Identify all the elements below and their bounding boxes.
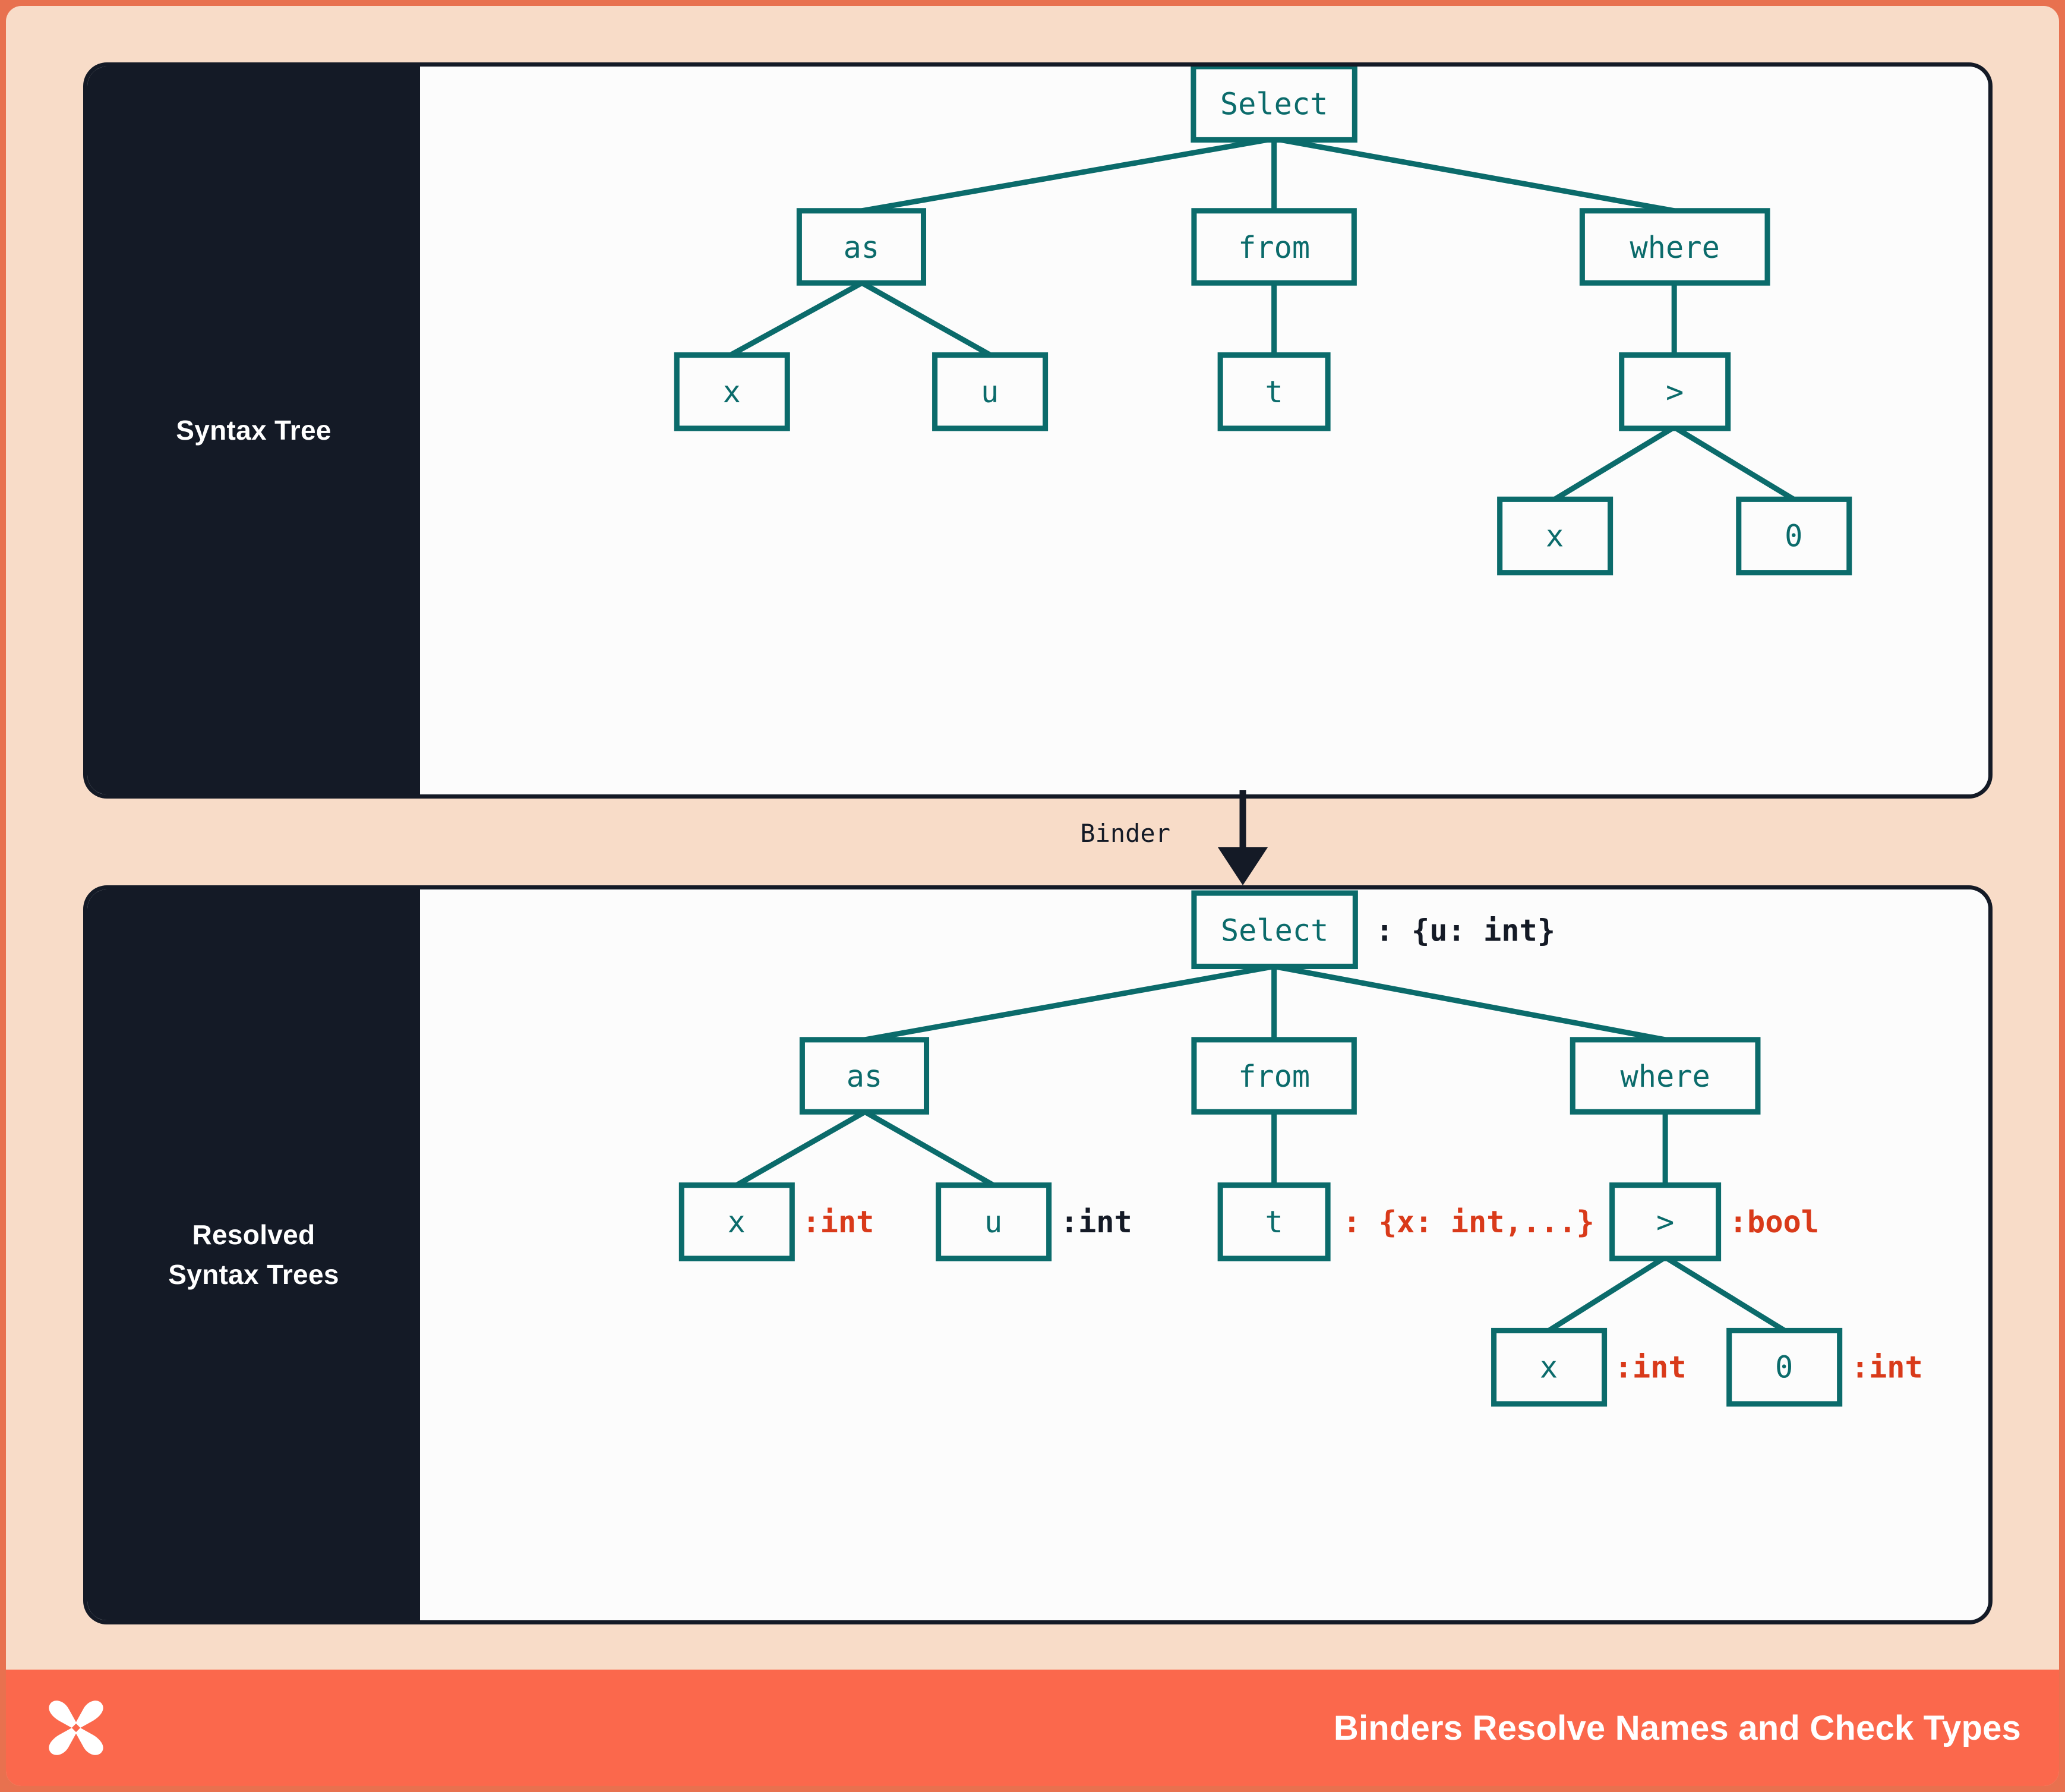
- edge2-as-u: [863, 1109, 995, 1188]
- tree-edges-top: [729, 135, 1795, 502]
- edge-gt-zero: [1672, 425, 1795, 502]
- node2-label-u: u: [984, 1204, 1002, 1239]
- annotation-x-cmp: :int: [1615, 1350, 1687, 1385]
- edge2-select-as: [864, 963, 1275, 1043]
- footer-caption: Binders Resolve Names and Check Types: [1333, 1708, 2021, 1747]
- node2-box-zero[interactable]: [1726, 1327, 1843, 1407]
- panel-title-syntax-tree: Syntax Tree: [176, 415, 331, 446]
- annotation-zero: :int: [1851, 1350, 1923, 1385]
- node-box-select[interactable]: [1191, 67, 1357, 143]
- tree-svg-syntax-tree: Select as from where x u: [674, 67, 1852, 576]
- node2-box-x-as[interactable]: [678, 1182, 795, 1261]
- node2-box-greater-than[interactable]: [1609, 1182, 1722, 1261]
- annotation-t: : {x: int,...}: [1343, 1204, 1594, 1239]
- node-box-where[interactable]: [1579, 208, 1770, 286]
- edge-as-u: [860, 280, 992, 358]
- tree-svg-resolved: Select : {u: int} as from where x :int: [678, 890, 1923, 1407]
- node2-label-from: from: [1238, 1059, 1310, 1094]
- canvas-syntax-tree: Select as from where x u: [420, 67, 1988, 794]
- node-label-greater-than: >: [1666, 374, 1684, 409]
- edge2-as-x: [735, 1109, 867, 1188]
- annotation-u: :int: [1060, 1204, 1132, 1239]
- node-label-u: u: [981, 374, 999, 409]
- node-label-zero: 0: [1785, 518, 1802, 553]
- node-label-select: Select: [1220, 86, 1328, 121]
- node-label-where: where: [1630, 230, 1720, 265]
- node-box-x-as[interactable]: [674, 352, 790, 431]
- node2-box-where[interactable]: [1570, 1037, 1761, 1115]
- binder-label: Binder: [1080, 819, 1170, 848]
- binder-arrow-icon: [1218, 790, 1268, 885]
- tree-nodes-top: Select as from where x u: [674, 67, 1852, 576]
- edge2-select-where: [1273, 963, 1666, 1043]
- binder-transition: Binder: [956, 790, 1372, 888]
- node2-box-select[interactable]: [1191, 890, 1358, 970]
- footer-bar: Binders Resolve Names and Check Types: [6, 1670, 2059, 1786]
- annotation-select: : {u: int}: [1376, 913, 1556, 948]
- panel-syntax-tree: Syntax Tree: [83, 62, 1993, 799]
- edge-select-as: [861, 135, 1275, 214]
- node2-label-x-as: x: [728, 1204, 746, 1239]
- node2-label-where: where: [1620, 1059, 1710, 1094]
- node2-box-from[interactable]: [1191, 1037, 1357, 1115]
- node-label-from: from: [1238, 230, 1310, 265]
- node-box-u[interactable]: [932, 352, 1049, 431]
- node2-box-as[interactable]: [799, 1037, 930, 1115]
- edge-select-where: [1273, 135, 1675, 214]
- sidebar-label-syntax-tree: Syntax Tree: [87, 67, 420, 794]
- node2-box-x-cmp[interactable]: [1491, 1327, 1608, 1407]
- tree-edges-bottom: [735, 963, 1786, 1333]
- poster-frame: Syntax Tree: [6, 6, 2059, 1786]
- node2-box-u[interactable]: [936, 1182, 1052, 1261]
- node-label-t: t: [1265, 374, 1283, 409]
- binder-arrow-head: [1218, 847, 1268, 885]
- node-label-as: as: [844, 230, 880, 265]
- node-box-from[interactable]: [1191, 208, 1357, 286]
- canvas-resolved-syntax-trees: Select : {u: int} as from where x :int: [420, 889, 1988, 1620]
- node2-box-t[interactable]: [1217, 1182, 1331, 1261]
- node-box-x-cmp[interactable]: [1497, 496, 1614, 576]
- brand-x-logo-icon: [49, 1700, 103, 1755]
- node2-label-x-cmp: x: [1540, 1350, 1558, 1385]
- node-box-zero[interactable]: [1736, 496, 1852, 576]
- annotation-greater-than: :bool: [1729, 1204, 1819, 1239]
- node2-label-select: Select: [1221, 913, 1329, 948]
- node-label-x-as: x: [723, 374, 741, 409]
- node2-label-as: as: [847, 1059, 883, 1094]
- binder-arrow-svg: [1218, 790, 1268, 885]
- node2-label-t: t: [1265, 1204, 1283, 1239]
- edge-as-x: [729, 280, 864, 358]
- tree-nodes-bottom: Select : {u: int} as from where x :int: [678, 890, 1923, 1407]
- node2-label-zero: 0: [1775, 1350, 1793, 1385]
- node-label-x-cmp: x: [1546, 518, 1564, 553]
- edge2-gt-zero: [1663, 1255, 1786, 1333]
- node2-label-greater-than: >: [1656, 1204, 1674, 1239]
- node-box-as[interactable]: [796, 208, 927, 286]
- edge2-gt-x: [1547, 1255, 1667, 1333]
- annotation-x-as: :int: [802, 1204, 874, 1239]
- node-box-greater-than[interactable]: [1619, 352, 1731, 431]
- node-box-t[interactable]: [1217, 352, 1331, 431]
- edge-gt-x: [1553, 425, 1676, 502]
